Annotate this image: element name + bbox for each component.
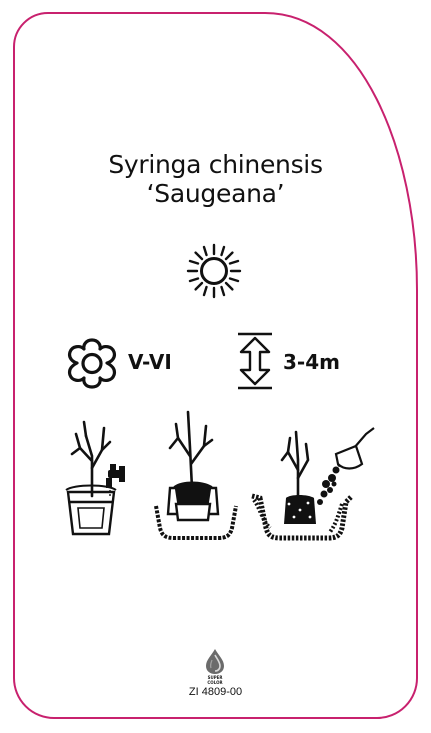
logo-text-line2: COLOR bbox=[207, 680, 223, 685]
logo-text-line1: SUPER bbox=[207, 675, 223, 680]
plant-name-line1: Syringa chinensis bbox=[108, 150, 323, 179]
plant-name-line2: ‘Saugeana’ bbox=[146, 179, 285, 208]
backfill-soil-icon bbox=[251, 427, 375, 541]
height-arrow-icon bbox=[238, 332, 272, 390]
full-sun-icon bbox=[186, 243, 242, 299]
super-color-drop-icon bbox=[206, 649, 224, 674]
bloom-months: V-VI bbox=[128, 350, 172, 374]
watering-bucket-icon bbox=[65, 420, 125, 536]
flower-icon bbox=[67, 338, 117, 389]
product-code: ZI 4809-00 bbox=[188, 686, 243, 698]
plant-height: 3-4m bbox=[283, 350, 340, 374]
planting-pot-icon bbox=[154, 410, 238, 540]
